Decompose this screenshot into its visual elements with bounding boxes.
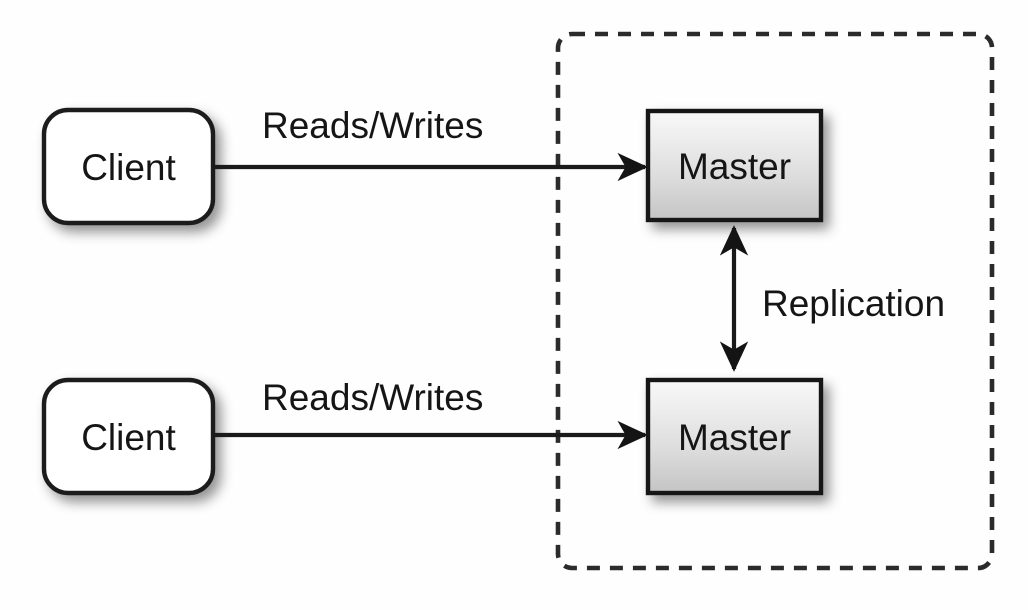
node-master-bottom[interactable]: Master: [645, 377, 824, 496]
edge-reads-writes-bottom-label: Reads/Writes: [262, 377, 483, 418]
node-client-bottom[interactable]: Client: [41, 377, 216, 496]
node-master-top[interactable]: Master: [645, 108, 824, 223]
client-bottom-label: Client: [81, 417, 176, 458]
client-top-label: Client: [81, 147, 176, 188]
edge-reads-writes-top-label: Reads/Writes: [262, 105, 483, 146]
master-bottom-shape: [645, 377, 824, 496]
master-top-shape: [645, 108, 824, 223]
master-bottom-label: Master: [678, 417, 791, 458]
edge-replication-label: Replication: [762, 283, 945, 324]
group-boundary-dashed: [555, 31, 995, 571]
master-top-label: Master: [678, 146, 791, 187]
node-client-top[interactable]: Client: [41, 107, 216, 226]
